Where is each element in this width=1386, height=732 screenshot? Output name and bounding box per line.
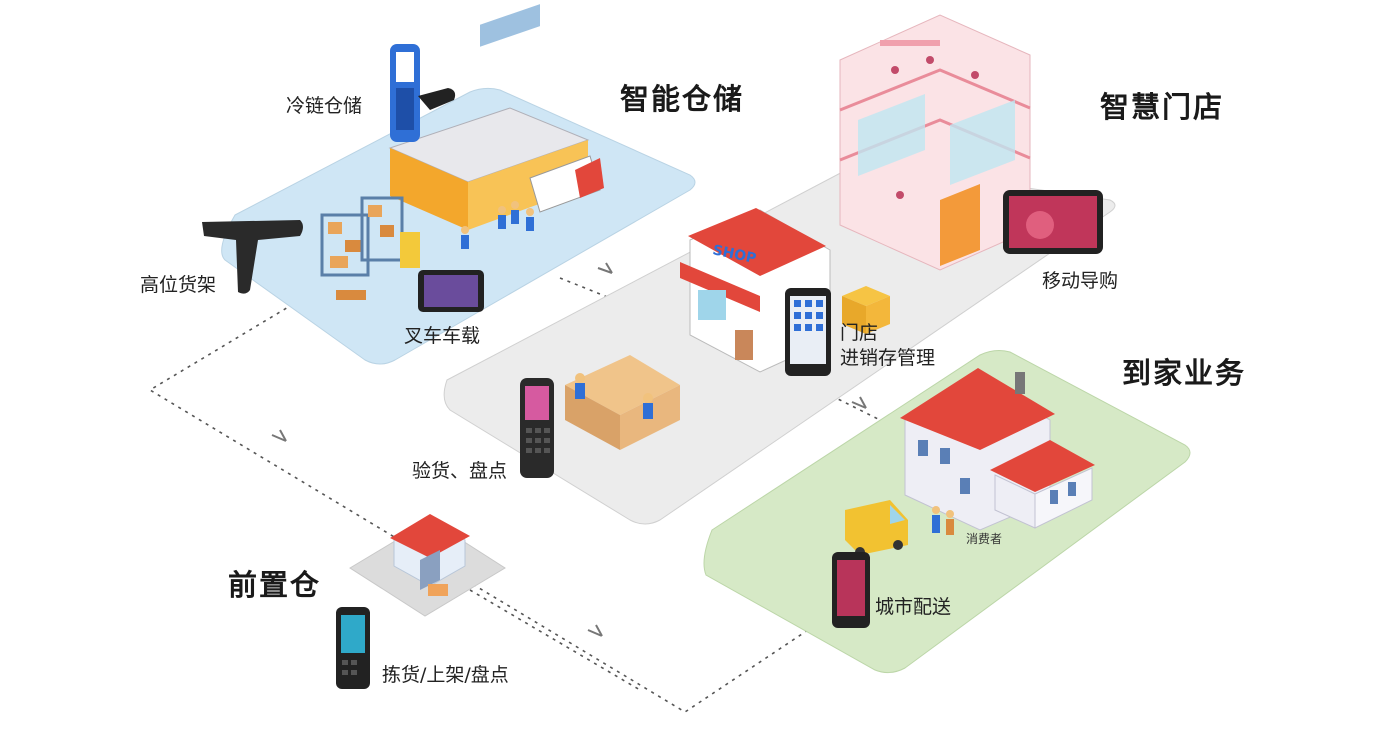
front-handheld-icon (336, 607, 370, 689)
label-pick-shelf-count: 拣货/上架/盘点 (382, 664, 509, 686)
vehicle-tablet-icon (418, 270, 484, 312)
label-inspect-count: 验货、盘点 (412, 460, 508, 482)
title-smart-warehouse: 智能仓储 (620, 82, 745, 116)
store-phone-icon (785, 288, 831, 376)
delivery-phone-icon (832, 552, 870, 628)
flow-arrows (271, 262, 867, 637)
store-box-icon (842, 286, 890, 334)
label-consumer: 消费者 (966, 532, 1003, 546)
label-store: 门店 (840, 322, 879, 344)
label-cold-chain: 冷链仓储 (286, 95, 363, 117)
title-home-service: 到家业务 (1122, 356, 1247, 390)
label-high-shelf: 高位货架 (140, 274, 217, 296)
delivery-van-icon (845, 500, 908, 557)
inspection-handheld-icon (520, 378, 554, 478)
pistol-scanner-icon (202, 220, 303, 294)
consumer-figures (932, 506, 954, 535)
label-city-delivery: 城市配送 (875, 596, 952, 618)
label-forklift: 叉车车载 (404, 325, 481, 347)
guide-tablet-icon (1003, 190, 1103, 254)
warehouse-shelves (320, 196, 420, 300)
home-house (900, 368, 1095, 531)
title-smart-store: 智慧门店 (1100, 90, 1225, 124)
warehouse-workers (461, 201, 534, 249)
rugged-handheld-scanner-icon (390, 44, 456, 142)
inspection-boxes (565, 355, 680, 450)
label-mobile-guide: 移动导购 (1042, 270, 1119, 292)
label-inventory-management: 进销存管理 (840, 347, 936, 369)
front-warehouse-house (390, 514, 470, 596)
warehouse-building (388, 4, 604, 230)
smart-store-building (839, 14, 1031, 271)
title-front-warehouse: 前置仓 (228, 568, 322, 602)
